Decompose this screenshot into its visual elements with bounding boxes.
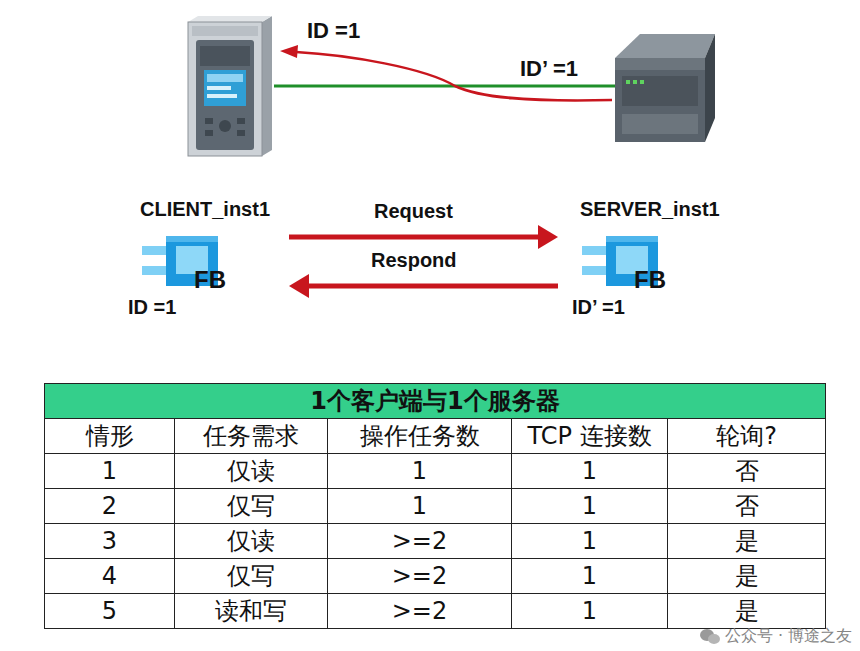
instance-name: SERVER_inst1 — [580, 198, 720, 221]
cell-text: 1 — [412, 457, 427, 485]
cell-text: 是 — [735, 527, 759, 555]
table-cell: 1 — [328, 454, 512, 489]
table-cell: 否 — [668, 489, 826, 524]
arrowhead — [538, 225, 558, 249]
cell-text: 1 — [582, 597, 597, 625]
cell-text: 1 — [102, 457, 117, 485]
column-header: 轮询? — [668, 419, 826, 454]
table-cell: 4 — [45, 559, 175, 594]
table-cell: 仅写 — [175, 489, 328, 524]
summary-table: 1个客户端与1个服务器情形 任务需求 操作任务数 TCP 连接数 轮询? 1 仅读 1 1 否 2 仅… — [44, 383, 826, 629]
instance-name: CLIENT_inst1 — [140, 198, 270, 221]
table-cell: 1 — [512, 489, 668, 524]
cell-text: >=2 — [392, 562, 448, 590]
cell-text: 是 — [735, 597, 759, 625]
cell-text: 1 — [412, 492, 427, 520]
arrow-shaft — [289, 235, 538, 240]
table-cell: 否 — [668, 454, 826, 489]
table-title-cell: 1个客户端与1个服务器 — [45, 384, 826, 419]
table-cell: 1 — [512, 454, 668, 489]
cell-text: TCP 连接数 — [527, 422, 651, 450]
cell-text: 读和写 — [215, 597, 287, 625]
cell-text: 是 — [735, 562, 759, 590]
cell-text: 轮询? — [716, 422, 777, 450]
table-row: 1 仅读 1 1 否 — [45, 454, 826, 489]
cell-text: >=2 — [392, 597, 448, 625]
table-cell: >=2 — [328, 524, 512, 559]
wechat-icon — [699, 628, 721, 646]
table-cell: 是 — [668, 524, 826, 559]
connection-id: ID’ =1 — [572, 296, 625, 319]
message-label: Request — [372, 200, 455, 223]
table-cell: >=2 — [328, 559, 512, 594]
cell-text: 仅写 — [227, 562, 275, 590]
cell-text: 1 — [582, 457, 597, 485]
table-cell: 是 — [668, 594, 826, 629]
block-type: FB — [634, 266, 666, 294]
network-line — [274, 85, 615, 88]
comm-curve — [296, 52, 612, 100]
table-cell: 5 — [45, 594, 175, 629]
watermark: 公众号 · 博途之友 — [699, 626, 852, 647]
connection-id: ID =1 — [128, 296, 176, 319]
s7-1200-plc — [615, 34, 715, 142]
s7-1500-plc — [188, 16, 272, 156]
table-cell: 1 — [328, 489, 512, 524]
column-header: 操作任务数 — [328, 419, 512, 454]
table-row: 3 仅读 >=2 1 是 — [45, 524, 826, 559]
table-cell: 1 — [512, 559, 668, 594]
column-header: TCP 连接数 — [512, 419, 668, 454]
cell-text: 否 — [735, 492, 759, 520]
function-block: CLIENT_inst1FB ID =1 — [128, 196, 275, 321]
table-cell: 1 — [512, 524, 668, 559]
cell-text: 否 — [735, 457, 759, 485]
block-type: FB — [194, 266, 226, 294]
message-label: Respond — [369, 249, 459, 272]
cell-text: 1 — [582, 562, 597, 590]
arrow-shaft — [309, 284, 558, 289]
cell-text: 任务需求 — [203, 422, 299, 450]
function-block: SERVER_inst1FB ID’ =1 — [572, 196, 724, 321]
cell-text: 1个客户端与1个服务器 — [310, 387, 559, 415]
cell-text: 3 — [102, 527, 117, 555]
cell-text: 情形 — [86, 422, 134, 450]
table-cell: 仅读 — [175, 454, 328, 489]
table-row: 情形 任务需求 操作任务数 TCP 连接数 轮询? — [45, 419, 826, 454]
cell-text: 1 — [582, 492, 597, 520]
cell-text: 1 — [582, 527, 597, 555]
column-header: 情形 — [45, 419, 175, 454]
cell-text: 2 — [102, 492, 117, 520]
cell-text: 4 — [102, 562, 117, 590]
table-cell: >=2 — [328, 594, 512, 629]
comm-arrowhead — [280, 45, 298, 58]
table-cell: 仅读 — [175, 524, 328, 559]
table-row: 1个客户端与1个服务器 — [45, 384, 826, 419]
connection-id: ID =1 — [305, 18, 362, 44]
connection-id: ID’ =1 — [518, 56, 580, 82]
cell-text: 仅读 — [227, 457, 275, 485]
watermark-text: 公众号 · 博途之友 — [725, 626, 852, 645]
table-cell: 1 — [512, 594, 668, 629]
message-arrow — [289, 274, 558, 298]
table-row: 2 仅写 1 1 否 — [45, 489, 826, 524]
table-cell: 3 — [45, 524, 175, 559]
column-header: 任务需求 — [175, 419, 328, 454]
table-cell: 是 — [668, 559, 826, 594]
table-cell: 仅写 — [175, 559, 328, 594]
cell-text: 仅读 — [227, 527, 275, 555]
table-cell: 读和写 — [175, 594, 328, 629]
cell-text: 5 — [102, 597, 117, 625]
cell-text: >=2 — [392, 527, 448, 555]
table-row: 5 读和写 >=2 1 是 — [45, 594, 826, 629]
cell-text: 仅写 — [227, 492, 275, 520]
table-cell: 2 — [45, 489, 175, 524]
table-cell: 1 — [45, 454, 175, 489]
table-row: 4 仅写 >=2 1 是 — [45, 559, 826, 594]
cell-text: 操作任务数 — [360, 422, 480, 450]
message-arrow — [289, 225, 558, 249]
arrowhead — [289, 274, 309, 298]
